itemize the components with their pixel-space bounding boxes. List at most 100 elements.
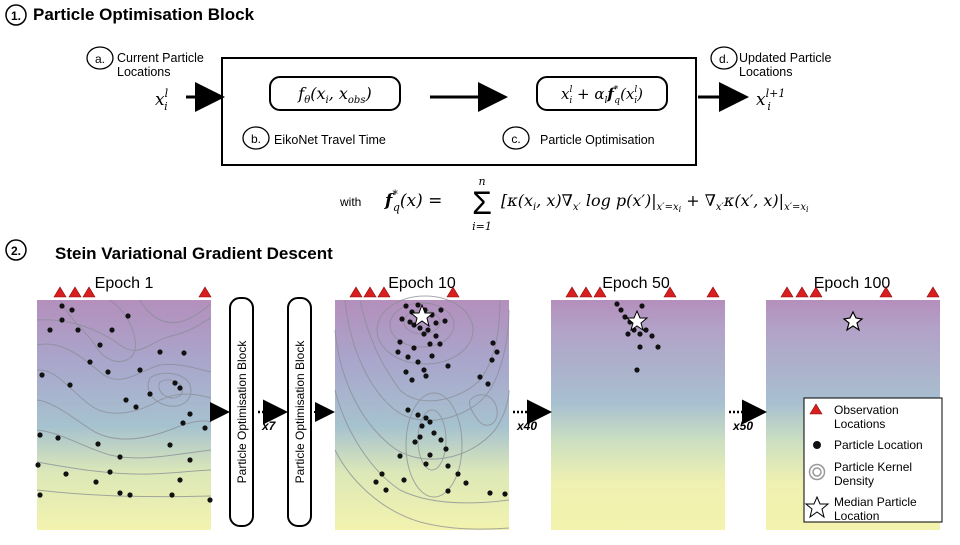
observation-triangle	[68, 286, 82, 298]
legend-observation-line2: Locations	[834, 417, 885, 431]
p1-particle	[47, 327, 53, 333]
p1-particle	[117, 490, 123, 496]
p2-particle	[411, 345, 417, 351]
p2-particle	[463, 480, 469, 486]
legend-median-line2: Location	[834, 509, 879, 523]
p1-particle	[117, 454, 123, 460]
p1-particle	[133, 404, 139, 410]
p2-particle	[409, 377, 415, 383]
p1-particle	[187, 411, 193, 417]
multiplier-x7: x7	[261, 419, 277, 433]
label-d-text-line2: Locations	[739, 65, 793, 79]
p1-particle	[187, 457, 193, 463]
panel-epoch-1	[35, 299, 213, 530]
p1-particle	[177, 385, 183, 391]
label-a-text-line2: Locations	[117, 65, 171, 79]
update-formula-box	[536, 76, 668, 111]
equation-with: with	[339, 195, 361, 209]
label-c: c. Particle Optimisation	[502, 126, 655, 150]
legend-median-line1: Median Particle	[834, 495, 917, 509]
p1-particle	[177, 477, 183, 483]
label-d-text-line1: Updated Particle	[739, 51, 831, 65]
legend-triangle-icon	[809, 403, 823, 415]
p1-particle	[127, 492, 133, 498]
svgd-equation: with f*q(x) = n Σ i=1 [κ(xi, x)∇x′ log p…	[339, 175, 809, 233]
p3-particle	[637, 344, 643, 350]
p1-particle	[207, 497, 213, 503]
observation-triangle	[879, 286, 893, 298]
block-pill-2-shape	[287, 297, 312, 527]
p2-particle	[395, 349, 401, 355]
label-a-circle	[86, 46, 114, 70]
panel2-particles	[373, 302, 508, 497]
p1-particle	[125, 313, 131, 319]
panel1-particles	[35, 303, 213, 503]
observation-triangle	[377, 286, 391, 298]
p2-particle	[425, 327, 431, 333]
section1-number: 1.	[11, 9, 21, 23]
p2-particle	[433, 320, 439, 326]
panel3-particles	[614, 301, 661, 373]
p2-particle	[427, 452, 433, 458]
p1-particle	[95, 441, 101, 447]
p1-particle	[63, 471, 69, 477]
p1-particle	[157, 349, 163, 355]
panel2-title: Epoch 10	[388, 275, 456, 292]
p2-particle	[445, 488, 451, 494]
panel-epoch-50	[551, 300, 725, 530]
p2-particle	[397, 339, 403, 345]
legend-particle-icon	[813, 441, 821, 449]
p2-particle	[421, 367, 427, 373]
p1-particle	[172, 380, 178, 386]
observation-triangle	[593, 286, 607, 298]
panel1-contours	[36, 299, 212, 498]
observation-triangle	[926, 286, 940, 298]
p1-particle	[37, 492, 43, 498]
p2-particle	[379, 471, 385, 477]
p1-particle	[55, 435, 61, 441]
p3-particle	[655, 344, 661, 350]
legend-particle: Particle Location	[834, 438, 923, 452]
p3-particle	[618, 307, 624, 313]
legend-kernel-icon	[808, 463, 826, 481]
p3-particle	[614, 301, 620, 307]
block-pill-2: Particle Optimisation Block	[287, 297, 312, 527]
p2-particle	[431, 430, 437, 436]
p2-particle	[443, 446, 449, 452]
equation-rhs: [κ(xi, x)∇x′ log p(x′)|x′=xi + ∇x′κ(x′, …	[501, 191, 809, 214]
panel4-median-star	[842, 310, 864, 332]
observation-triangle	[82, 286, 96, 298]
panel3-median-star	[625, 309, 649, 332]
observation-markers	[53, 286, 940, 298]
p1-particle	[93, 479, 99, 485]
section2-number-circle	[5, 239, 27, 261]
p2-particle	[399, 316, 405, 322]
observation-triangle	[53, 286, 67, 298]
legend-kernel-line2: Density	[834, 474, 874, 488]
multiplier-x50: x50	[732, 419, 753, 433]
p2-particle	[487, 490, 493, 496]
p3-particle	[639, 303, 645, 309]
p2-particle	[494, 349, 500, 355]
block-pill-1-shape	[229, 297, 254, 527]
particle-optimisation-block	[221, 57, 697, 166]
observation-triangle	[198, 286, 212, 298]
p1-particle	[87, 359, 93, 365]
label-b-circle	[242, 126, 270, 150]
p2-particle	[373, 479, 379, 485]
observation-triangle	[706, 286, 720, 298]
p2-particle	[423, 461, 429, 467]
p2-particle	[427, 341, 433, 347]
observation-triangle	[795, 286, 809, 298]
label-a-letter: a.	[95, 52, 105, 66]
panel-epoch-10	[334, 295, 510, 530]
p3-particle	[625, 331, 631, 337]
panel1-title: Epoch 1	[95, 275, 154, 292]
p2-particle	[417, 434, 423, 440]
observation-triangle	[446, 286, 460, 298]
p2-particle	[429, 353, 435, 359]
panel3-title: Epoch 50	[602, 275, 670, 292]
